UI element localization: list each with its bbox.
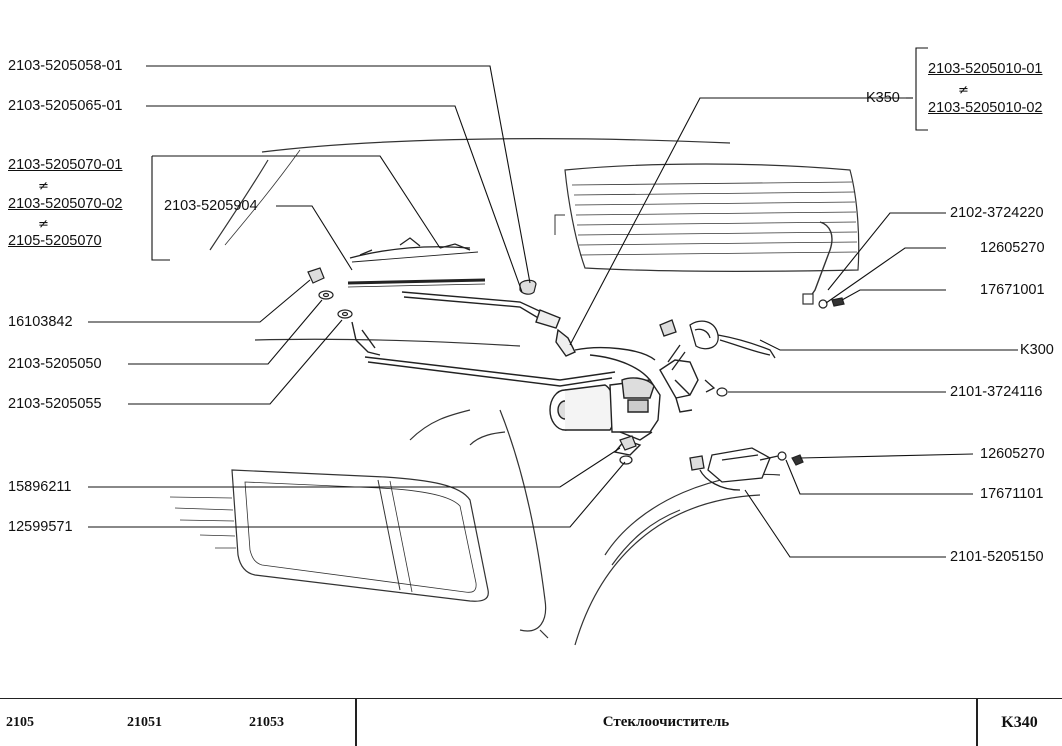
callout-17671001: 17671001 — [980, 282, 1045, 298]
rear-window-sketch — [554, 163, 860, 305]
not-equal-symbol: ≠ — [958, 83, 969, 98]
wiper-relay-sketch — [689, 447, 779, 491]
callout-motor-option-1: 2103-5205010-01 — [928, 61, 1043, 77]
callout-12605270-upper: 12605270 — [980, 240, 1045, 256]
callout-2103-5205904: 2103-5205904 — [164, 198, 258, 214]
wiper-linkage-sketch — [351, 321, 656, 387]
leader-lines — [88, 47, 1018, 558]
callout-blade-option-2: 2103-5205070-02 — [8, 196, 123, 212]
callout-2103-5205050: 2103-5205050 — [8, 356, 102, 372]
exploded-parts-diagram — [88, 47, 1018, 646]
callout-2103-5205058-01: 2103-5205058-01 — [8, 58, 123, 74]
footer-divider — [976, 699, 978, 746]
wiper-blade-sketch — [349, 237, 479, 263]
callout-2103-5205055: 2103-5205055 — [8, 396, 102, 412]
callout-2101-5205150: 2101-5205150 — [950, 549, 1044, 565]
callout-motor-option-2: 2103-5205010-02 — [928, 100, 1043, 116]
wiper-blade-2-sketch — [347, 278, 486, 288]
model-21053: 21053 — [249, 714, 284, 730]
callout-blade-option-3: 2105-5205070 — [8, 233, 102, 249]
callout-k350: K350 — [866, 90, 900, 106]
not-equal-symbol: ≠ — [38, 179, 49, 194]
footer-divider — [355, 699, 357, 746]
callout-12605270-lower: 12605270 — [980, 446, 1045, 462]
not-equal-symbol: ≠ — [38, 217, 49, 232]
left-fasteners-sketch — [307, 267, 537, 319]
callout-2103-5205065-01: 2103-5205065-01 — [8, 98, 123, 114]
callout-15896211: 15896211 — [8, 479, 72, 495]
callout-blade-option-1: 2103-5205070-01 — [8, 157, 123, 173]
model-21051: 21051 — [127, 714, 162, 730]
callout-2102-3724220: 2102-3724220 — [950, 205, 1044, 221]
model-2105: 2105 — [6, 714, 34, 730]
callout-16103842: 16103842 — [8, 314, 73, 330]
wiring-harness-sketch — [659, 319, 776, 393]
callout-2101-3724116: 2101-3724116 — [950, 384, 1043, 400]
section-title: Стеклоочиститель — [602, 714, 730, 730]
right-fasteners-sketch — [619, 297, 845, 466]
title-block: 2105 21051 21053 Стеклоочиститель K340 — [0, 698, 1062, 746]
callout-17671101: 17671101 — [980, 486, 1044, 502]
page-code: K340 — [1001, 713, 1038, 731]
wiper-arm-sketch — [401, 291, 561, 329]
door-window-sketch — [169, 469, 489, 602]
car-body-outline — [209, 138, 781, 646]
wiper-motor-sketch — [549, 359, 699, 456]
callout-12599571: 12599571 — [8, 519, 73, 535]
callout-k300: K300 — [1020, 342, 1054, 358]
